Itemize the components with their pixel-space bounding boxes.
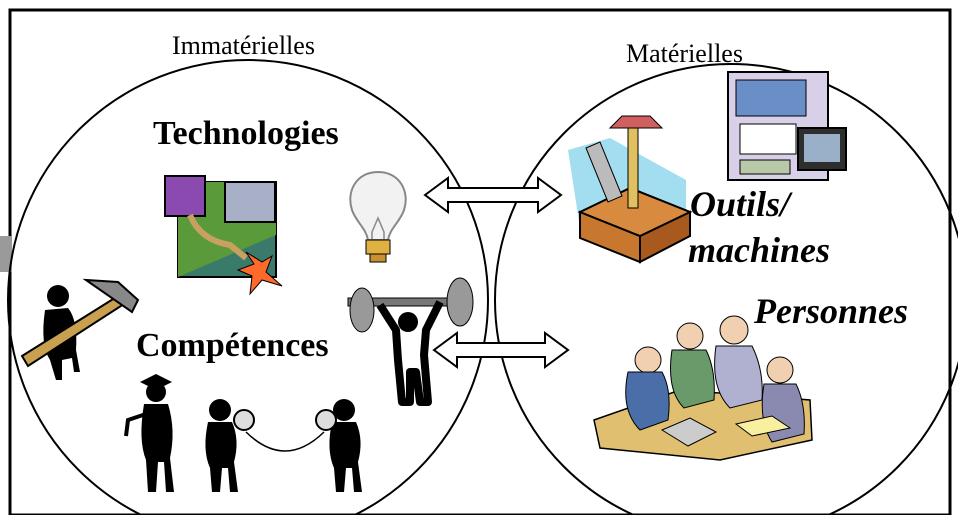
side-marker [0, 236, 12, 272]
computer-machine-icon [727, 71, 847, 181]
robot-arm-icon [164, 175, 283, 296]
hammer-person-icon [20, 278, 140, 380]
boxers-icon [205, 399, 362, 492]
technologies-label: Technologies [153, 115, 339, 152]
graduate-icon [124, 374, 174, 492]
immaterial-circle [7, 59, 489, 515]
competences-label: Compétences [136, 327, 329, 364]
material-circle [494, 63, 958, 515]
people-label: Personnes [754, 291, 909, 331]
business-meeting-icon [593, 315, 813, 461]
material-heading: Matérielles [626, 39, 743, 68]
double-arrow-bottom [432, 331, 570, 369]
immaterial-heading: Immatérielles [172, 31, 315, 60]
tools-label-line2: machines [688, 230, 831, 270]
tools-label-line1: Outils/ [690, 184, 791, 224]
double-arrow-top [423, 176, 563, 214]
toolbox-icon [568, 115, 693, 264]
light-bulb-icon [349, 170, 407, 263]
weightlifter-icon [347, 277, 474, 406]
